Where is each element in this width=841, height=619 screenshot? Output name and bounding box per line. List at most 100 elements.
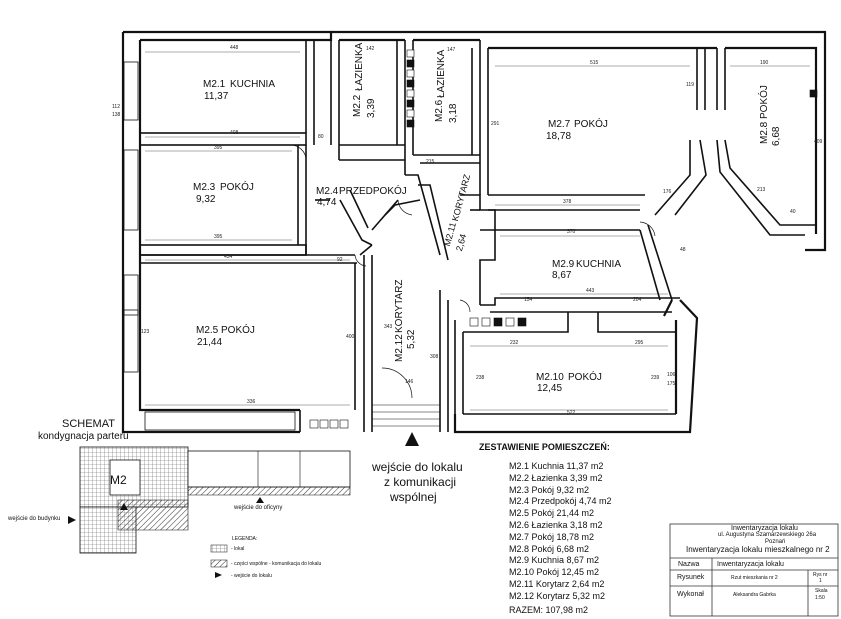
room-area-m2-8: 6,68: [771, 126, 782, 146]
room-name-m2-6: ŁAZIENKA: [436, 49, 447, 98]
summary-item: M2.4 Przedpokój 4,74 m2: [509, 496, 612, 507]
schemat-building-entrance: wejście do budynku: [8, 516, 61, 522]
summary-list: M2.1 Kuchnia 11,37 m2 M2.2 Łazienka 3,39…: [509, 461, 612, 616]
outer-walls: [121, 30, 827, 434]
dimension-label: 400: [346, 334, 355, 340]
dimension-label: 434: [224, 254, 233, 260]
title-block-nazwa-value: Inwentaryzacja lokalu: [717, 561, 784, 568]
schemat-title: SCHEMAT: [62, 418, 115, 430]
room-code-m2-3: M2.3: [193, 182, 216, 193]
summary-total: RAZEM: 107,98 m2: [509, 604, 589, 615]
room-area-m2-10: 12,45: [537, 383, 563, 394]
summary-item: M2.1 Kuchnia 11,37 m2: [509, 461, 604, 471]
room-name-m2-8: POKÓJ: [759, 85, 770, 119]
legend-item-lokal: - lokal: [231, 546, 245, 552]
dimension-label: 147: [447, 47, 456, 53]
room-code-m2-9: M2.9: [552, 259, 575, 270]
room-code-m2-10: M2.10: [536, 372, 564, 383]
room-area-m2-5: 21,44: [197, 337, 223, 348]
title-block-skala-value: 1:50: [815, 595, 825, 601]
dimension-lines: [145, 51, 810, 411]
dimension-label: 378: [563, 199, 572, 205]
dimension-label: 106: [667, 372, 676, 378]
room-code-m2-12: M2.12: [394, 334, 405, 362]
dimension-label: 395: [214, 234, 223, 240]
title-block-rysunek-value: Rzut mieszkania nr 2: [731, 575, 778, 581]
room-name-m2-5: POKÓJ: [221, 325, 255, 336]
entrance-label-line2: z komunikacji: [384, 475, 457, 489]
title-block-rysunek-nr-label: Rys nr: [813, 572, 828, 578]
summary-item: M2.6 Łazienka 3,18 m2: [509, 519, 603, 530]
summary-item: M2.11 Korytarz 2,64 m2: [509, 578, 605, 589]
dimension-label: 154: [524, 297, 533, 303]
room-area-m2-2: 3,39: [366, 98, 377, 118]
dimension-label: 190: [760, 60, 769, 66]
room-area-m2-6: 3,18: [448, 103, 459, 123]
title-block-header3: Poznań: [765, 539, 786, 545]
room-code-m2-4: M2.4: [316, 186, 339, 197]
room-area-m2-9: 8,67: [552, 270, 572, 281]
dimension-label: 448: [230, 45, 239, 51]
legend-title: LEGENDA:: [232, 536, 258, 542]
dimension-label: 146: [405, 379, 414, 385]
title-block-rysunek-label: Rysunek: [677, 574, 705, 581]
dimension-label: 40: [790, 209, 796, 215]
legend-item-common: - części wspólne - komunikacja do lokalu: [231, 561, 322, 567]
dimension-label: 336: [247, 399, 256, 405]
windows: [123, 61, 296, 431]
room-code-m2-5: M2.5: [196, 325, 219, 336]
summary-item: M2.12 Korytarz 5,32 m2: [509, 590, 606, 601]
dimension-label: 515: [590, 60, 599, 66]
dimension-label: 112: [112, 104, 120, 110]
room-area-m2-3: 9,32: [196, 194, 216, 205]
dimension-label: 370: [567, 229, 576, 235]
interior-walls: [139, 40, 816, 432]
dimension-label: 119: [686, 82, 694, 88]
title-block-rysunek-nr-value: 1: [819, 578, 822, 584]
dimension-label: 48: [680, 247, 686, 253]
schemat-subtitle: kondygnacja parteru: [38, 431, 129, 442]
dimension-label: 443: [586, 288, 595, 294]
dimension-label: 308: [430, 354, 439, 360]
room-name-m2-10: POKÓJ: [568, 372, 602, 383]
entrance-stairs: [372, 404, 440, 427]
summary-item: M2.3 Pokój 9,32 m2: [509, 484, 590, 495]
dimension-label: 176: [663, 189, 672, 195]
room-code-m2-6: M2.6: [434, 99, 445, 122]
dimension-label: 142: [366, 46, 375, 52]
entrance-label-line1: wejście do lokalu: [372, 460, 463, 474]
dimension-label: 238: [476, 375, 485, 381]
tile-marks: [309, 49, 818, 429]
room-name-m2-4: PRZEDPOKÓJ: [339, 186, 407, 197]
title-block-header1: Inwentaryzacja lokalu: [731, 525, 798, 532]
dimension-label: 522: [567, 410, 576, 416]
summary-item: M2.10 Pokój 12,45 m2: [509, 567, 600, 578]
summary-item: M2.8 Pokój 6,68 m2: [509, 543, 590, 554]
room-name-m2-3: POKÓJ: [220, 182, 254, 193]
schemat-unit-label: M2: [110, 473, 127, 487]
title-block-header2: ul. Augustyna Szamarzewskiego 26a: [718, 532, 817, 538]
room-area-m2-4: 4,74: [317, 197, 337, 208]
summary-item: M2.7 Pokój 18,78 m2: [509, 531, 595, 542]
title-block-header4: Inwentaryzacja lokalu mieszkalnego nr 2: [686, 545, 830, 554]
room-name-m2-1: KUCHNIA: [230, 79, 276, 90]
room-code-m2-8: M2.8: [759, 121, 770, 144]
dimension-label: 204: [633, 297, 642, 303]
room-area-m2-12: 5,32: [406, 329, 417, 349]
room-name-m2-2: ŁAZIENKA: [354, 42, 365, 91]
dimension-label: 80: [318, 134, 324, 140]
summary-item: M2.2 Łazienka 3,39 m2: [509, 472, 603, 483]
entrance-label-line3: wspólnej: [390, 490, 437, 504]
dimension-label: 409: [814, 139, 823, 145]
room-code-m2-2: M2.2: [352, 94, 363, 117]
dimension-label: 395: [214, 145, 223, 151]
dimension-label: 175: [667, 381, 676, 387]
title-block-frame: [669, 523, 839, 617]
schemat-office-entrance: wejście do oficyny: [234, 505, 283, 511]
room-code-m2-7: M2.7: [548, 119, 571, 130]
entrance-arrow-icon: [405, 432, 419, 446]
dimension-label: 213: [757, 187, 766, 193]
summary-title: ZESTAWIENIE POMIESZCZEŃ:: [479, 442, 610, 452]
dimension-label: 215: [426, 159, 435, 165]
